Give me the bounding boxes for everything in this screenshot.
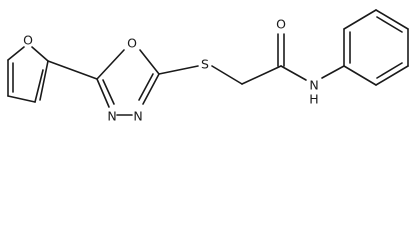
bond-ph-2 bbox=[343, 9, 377, 30]
atom-sulfur: S bbox=[201, 57, 209, 72]
bond-c-n bbox=[280, 65, 307, 81]
bond-furan-c2-o bbox=[7, 46, 25, 61]
atom-carbonyl-oxygen: O bbox=[276, 17, 286, 32]
bond-oxd-n3-c2 bbox=[96, 78, 110, 108]
atom-oxadiazole-n4: N bbox=[133, 109, 142, 124]
atom-oxadiazole-oxygen: O bbox=[127, 36, 137, 51]
bond-oxd-c2-o1 bbox=[96, 49, 125, 80]
bond-oxd-c5-n4 bbox=[142, 73, 160, 105]
molecule-diagram: O O N N S O N H bbox=[7, 9, 409, 124]
bond-furan-oxadiazole bbox=[47, 60, 98, 80]
oxadiazole-ring bbox=[96, 49, 160, 116]
bond-n-phenyl bbox=[321, 65, 345, 79]
bond-ph-5-double bbox=[376, 62, 403, 79]
furan-ring bbox=[7, 46, 49, 103]
bond-c5-s bbox=[158, 65, 199, 75]
atom-amide-hydrogen: H bbox=[309, 92, 318, 107]
bond-ch2-co bbox=[241, 65, 282, 85]
atom-amide-nitrogen: N bbox=[309, 78, 318, 93]
bond-s-ch2 bbox=[211, 65, 243, 85]
bond-ph-6 bbox=[343, 65, 377, 86]
bond-ph-3 bbox=[375, 9, 409, 30]
bond-oxd-n3-c2-double bbox=[102, 79, 115, 105]
bond-furan-c5-c4-double bbox=[39, 60, 49, 101]
atom-oxadiazole-n3: N bbox=[107, 109, 116, 124]
phenyl-ring bbox=[343, 9, 409, 86]
bond-oxd-c5-n4-double bbox=[138, 73, 154, 101]
bond-oxd-o1-c5 bbox=[139, 49, 160, 75]
structure-drawing: O O N N S O N H bbox=[7, 9, 409, 124]
bond-furan-o-c5 bbox=[31, 46, 49, 62]
bond-ph-5 bbox=[375, 65, 409, 86]
bond-ph-3-double bbox=[376, 16, 403, 33]
bond-furan-c4-c3 bbox=[7, 95, 36, 103]
atom-furan-oxygen: O bbox=[23, 33, 33, 48]
bond-furan-c5-c4 bbox=[34, 69, 44, 103]
